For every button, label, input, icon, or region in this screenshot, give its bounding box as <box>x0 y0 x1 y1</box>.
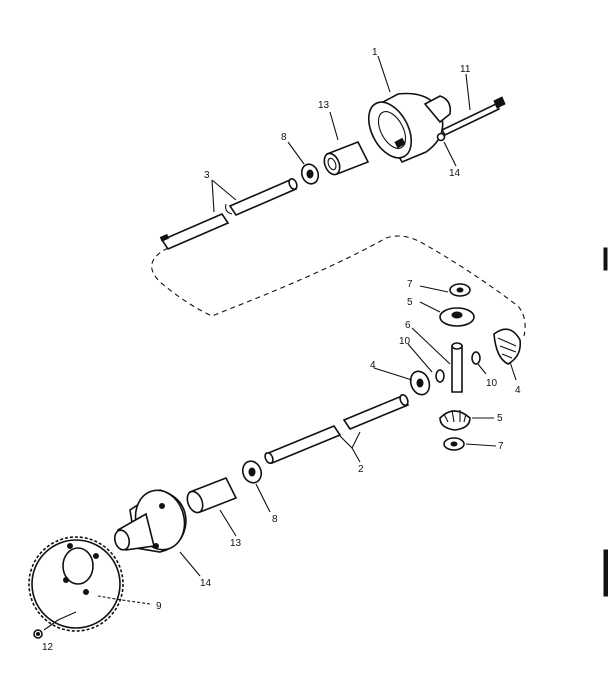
callout-10b: 10 <box>486 378 498 389</box>
bevel-pinion-part-4-left <box>409 370 431 396</box>
callout-5a: 5 <box>407 297 413 308</box>
sprocket-part-9 <box>28 536 124 632</box>
callout-labels: 1 11 13 8 14 3 7 5 6 10 4 10 4 5 7 2 8 1… <box>42 47 521 653</box>
callout-14a: 14 <box>449 168 461 179</box>
bevel-gear-part-5-lower <box>439 409 471 431</box>
nut-part-14-upper <box>436 132 446 142</box>
axle-part-3 <box>159 177 298 250</box>
callout-6: 6 <box>405 320 411 331</box>
callout-8a: 8 <box>281 132 287 143</box>
callout-13b: 13 <box>230 538 242 549</box>
callout-4b: 4 <box>515 385 521 396</box>
callout-11: 11 <box>460 64 471 75</box>
axle-part-2 <box>264 393 410 465</box>
differential-housing-part-1 <box>367 92 452 164</box>
washer-part-7-lower <box>443 437 465 451</box>
callout-14b: 14 <box>200 578 212 589</box>
callout-12: 12 <box>42 642 54 653</box>
nut-part-12 <box>33 629 43 639</box>
phantom-connector-line <box>151 235 526 337</box>
callout-4a: 4 <box>370 360 376 371</box>
spacer-part-10-left <box>435 369 445 383</box>
callout-10a: 10 <box>399 336 411 347</box>
bevel-pinion-part-4-right <box>493 328 522 365</box>
washer-part-8-lower <box>241 460 263 484</box>
callout-5b: 5 <box>497 413 503 424</box>
edge-mark-lower <box>603 549 608 597</box>
hub-part-14-lower <box>113 489 187 553</box>
callout-9: 9 <box>156 601 162 612</box>
spacer-tube-part-13-lower <box>186 476 238 514</box>
callout-7b: 7 <box>498 441 504 452</box>
leader-lines <box>43 55 517 631</box>
spacer-tube-part-13-upper <box>323 140 370 176</box>
callout-1: 1 <box>372 47 378 58</box>
callout-3: 3 <box>204 170 210 181</box>
spacer-part-10-right <box>471 351 481 365</box>
washer-part-8-upper <box>300 163 320 185</box>
callout-7a: 7 <box>407 279 413 290</box>
callout-8b: 8 <box>272 514 278 525</box>
washer-part-7-upper <box>449 283 471 297</box>
callout-2: 2 <box>358 464 364 475</box>
bolt-part-11 <box>440 96 506 137</box>
callout-13a: 13 <box>318 100 330 111</box>
edge-mark-upper <box>603 247 608 271</box>
cross-pin-part-6 <box>451 342 463 393</box>
bevel-gear-part-5-upper <box>439 307 475 327</box>
